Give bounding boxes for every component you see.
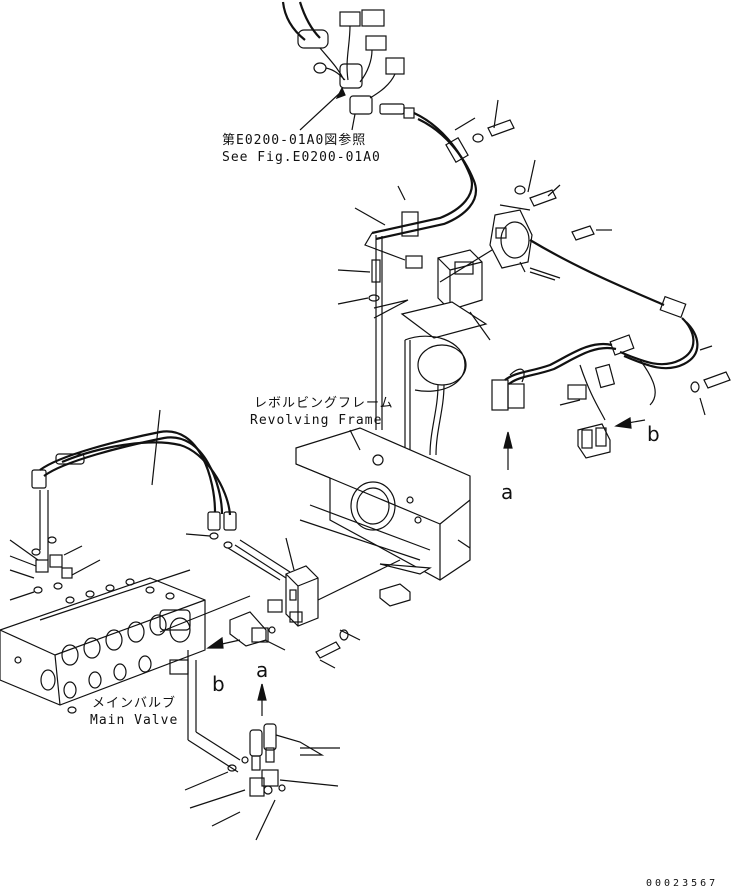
callout-b-upper: b — [647, 422, 660, 446]
callout-a-upper: a — [501, 480, 514, 504]
lower-switch-assembly — [184, 683, 340, 841]
revolving-frame-label-jp: レボルビングフレーム — [254, 396, 394, 411]
revolving-frame — [295, 235, 471, 607]
callout-b-lower: b — [212, 672, 225, 696]
switch-bracket — [206, 537, 401, 669]
main-valve — [0, 539, 251, 773]
upper-harness — [281, 1, 477, 269]
main-valve-label-jp: メインバルブ — [92, 696, 177, 711]
right-harness — [491, 239, 731, 470]
harness-ref-jp: 第E0200-01A0図参照 — [222, 133, 367, 148]
upper-fasteners — [354, 99, 612, 241]
valve-spools — [14, 578, 191, 714]
callout-a-lower: a — [256, 658, 269, 682]
revolving-frame-label-en: Revolving Frame — [250, 413, 383, 428]
main-valve-label-en: Main Valve — [90, 713, 179, 728]
relay-bracket — [337, 204, 561, 341]
hydraulic-hoses — [31, 409, 281, 581]
harness-ref-en: See Fig.E0200-01A0 — [222, 150, 381, 165]
document-number: 00023567 — [646, 878, 719, 889]
